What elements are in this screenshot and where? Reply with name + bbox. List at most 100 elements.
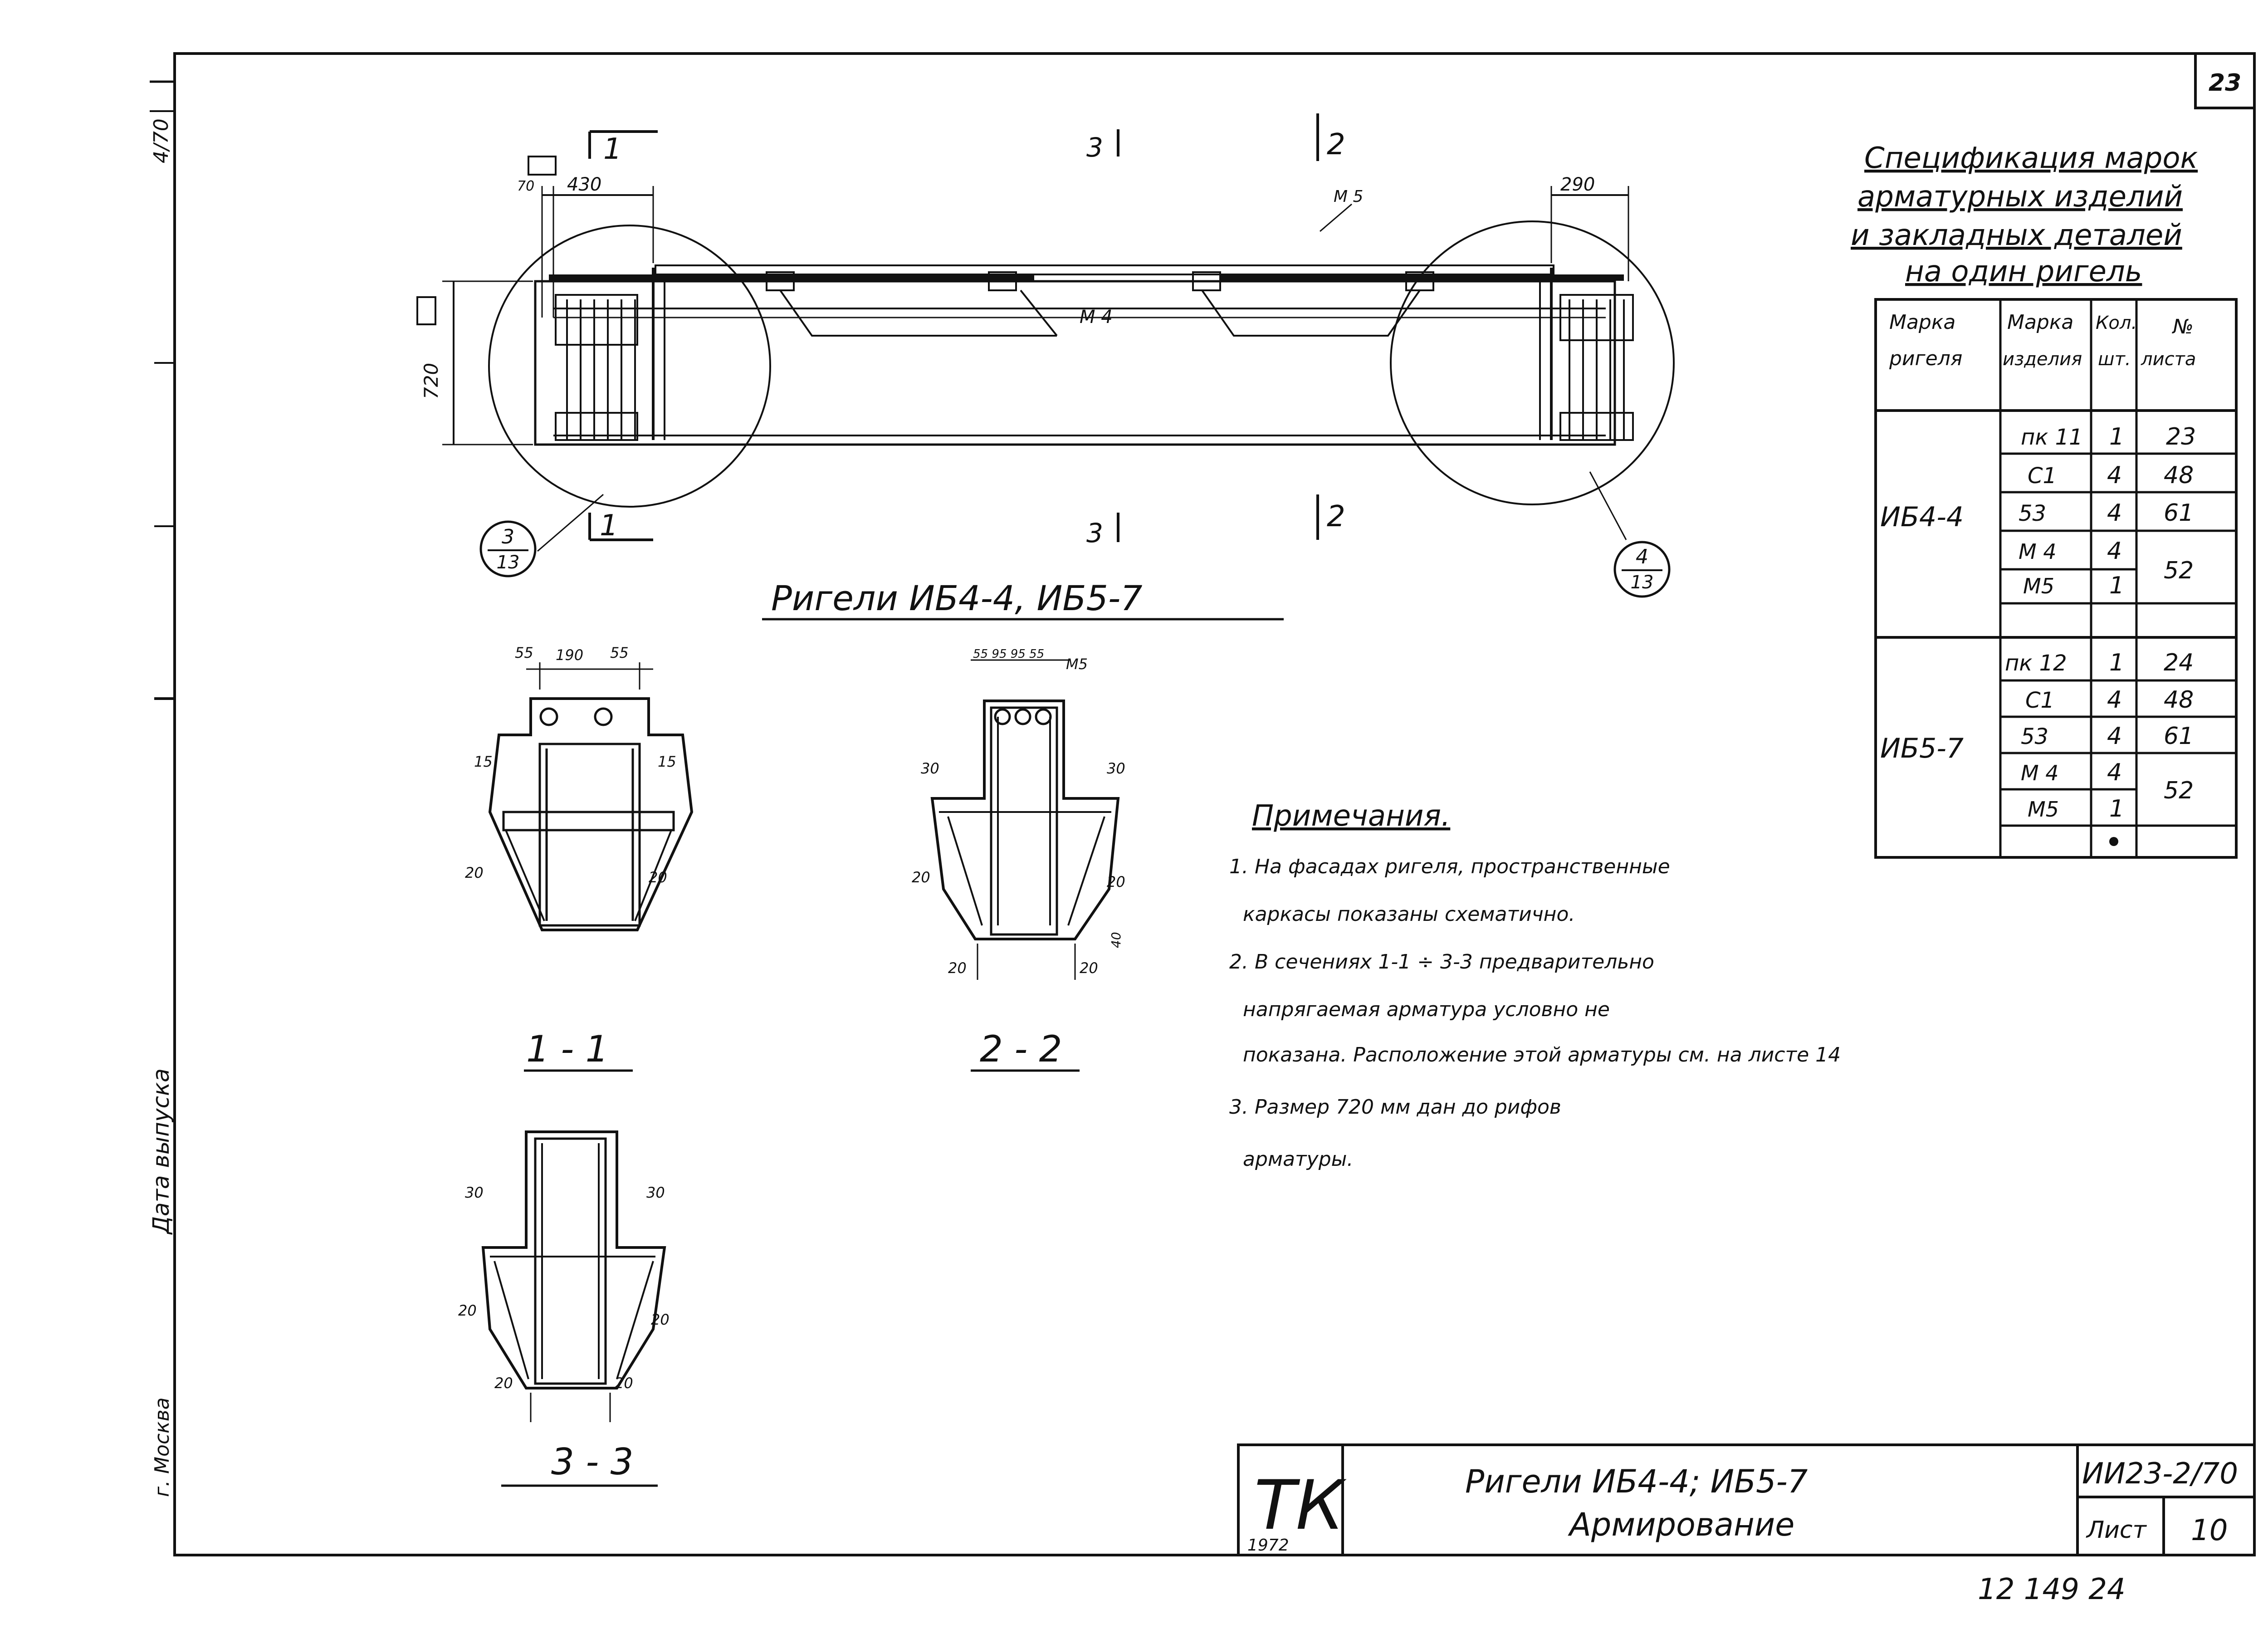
sheet-number: 23: [2209, 69, 2241, 97]
spec-cell-item: М 4: [2019, 539, 2057, 564]
margin-ref: 4/70: [150, 118, 173, 163]
spec-cell-qty: 1: [2109, 649, 2124, 676]
s22-dim-ledge-l: 30: [921, 760, 939, 777]
dim-right-span: 290: [1560, 174, 1595, 195]
spec-cell-item: 53: [2019, 501, 2046, 526]
section-2-2: [930, 659, 1120, 980]
spec-header-sheet-1: №: [2171, 315, 2194, 338]
bottom-note: 12 149 24: [1978, 1573, 2126, 1606]
spec-table: [1874, 298, 2238, 859]
drawing-frame: [150, 52, 2256, 1556]
spec-cell-item: М5: [2023, 574, 2054, 598]
spec-cell-sheet: 48: [2164, 686, 2194, 714]
s22-m5: М5: [1066, 656, 1088, 673]
spec-title-line-2: арматурных изделий: [1857, 180, 2183, 214]
note-line: каркасы показаны схематично.: [1243, 903, 1575, 926]
callout-m4: М 4: [1080, 307, 1113, 328]
spec-header-sheet-2: листа: [2141, 349, 2196, 370]
beam-elevation: [416, 113, 1675, 598]
spec-cell-sheet: 23: [2166, 423, 2196, 450]
s22-dim-top: 55 95 95 55: [973, 647, 1044, 661]
s22-dim-side: 40: [1109, 932, 1124, 948]
spec-cell-item: 53: [2021, 724, 2048, 749]
s22-dim-cover-r: 20: [1107, 873, 1125, 890]
notes-heading: Примечания.: [1252, 799, 1450, 833]
spec-group-mark: ИБ5-7: [1880, 733, 1964, 764]
spec-cell-qty: 4: [2107, 462, 2122, 489]
s11-dim-top-b: 190: [556, 646, 583, 664]
title-block-sheet-label: Лист: [2086, 1517, 2147, 1544]
s11-dim-ledge-r: 15: [658, 753, 676, 770]
s22-label: 2 - 2: [980, 1028, 1062, 1070]
spec-header-riser-mark-2: ригеля: [1889, 347, 1962, 370]
s11-label: 1 - 1: [526, 1028, 609, 1070]
spec-header-riser-mark-1: Марка: [1889, 311, 1955, 334]
spec-header-qty-1: Кол.: [2096, 313, 2137, 333]
spec-cell-item: С1: [2028, 463, 2057, 489]
spec-cell-sheet: 61: [2164, 723, 2194, 750]
s11-dim-cover-l: 20: [465, 864, 484, 881]
spec-cell-qty: 4: [2107, 759, 2122, 786]
title-block-title-line-2: Армирование: [1568, 1506, 1794, 1543]
s11-dim-top-a: 55: [515, 644, 533, 661]
title-block-sheet-value: 10: [2191, 1514, 2228, 1547]
dim-height: 720: [420, 363, 442, 399]
section-3-3: [481, 1130, 666, 1422]
spec-cell-item: М 4: [2021, 761, 2059, 785]
spec-group-mark: ИБ4-4: [1880, 501, 1964, 533]
callout-m5: М 5: [1334, 187, 1363, 206]
section-mark-2-top: 2: [1327, 128, 1345, 161]
spec-cell-sheet: 52: [2164, 557, 2194, 584]
spec-cell-qty: 1: [2109, 795, 2124, 822]
spec-header-item-mark-1: Марка: [2007, 311, 2073, 334]
note-line: 1. На фасадах ригеля, пространственные: [1229, 855, 1670, 878]
section-mark-1-top: 1: [603, 132, 622, 166]
s11-dim-cover-r: 20: [649, 869, 667, 886]
s33-dim-bottom-r: 20: [615, 1375, 633, 1392]
note-line: арматуры.: [1243, 1148, 1353, 1171]
spec-cell-qty: 1: [2109, 572, 2124, 599]
spec-title-line-4: на один ригель: [1905, 255, 2142, 289]
detail-ref-3-bottom: 13: [497, 552, 520, 573]
spec-header-item-mark-2: изделия: [2003, 349, 2082, 370]
note-line: 2. В сечениях 1-1 ÷ 3-3 предварительно: [1229, 950, 1654, 974]
title-block: [1237, 1443, 2256, 1556]
spec-title-line-3: и закладных деталей: [1851, 219, 2182, 252]
spec-cell-item: пк 12: [2005, 651, 2067, 676]
s22-dim-ledge-r: 30: [1107, 760, 1125, 777]
section-1-1: [488, 662, 694, 931]
s11-dim-ledge-l: 15: [474, 753, 493, 770]
title-block-logo: ТК: [1254, 1466, 1347, 1545]
s33-dim-bottom-l: 20: [494, 1375, 513, 1392]
spec-cell-item: пк 11: [2021, 425, 2083, 450]
dim-left-span: 430: [567, 174, 601, 195]
elevation-caption: Ригели ИБ4-4, ИБ5-7: [771, 578, 1143, 618]
title-block-year: 1972: [1247, 1536, 1289, 1555]
margin-release-date: Дата выпуска: [148, 1068, 174, 1235]
margin-city: г. Москва: [151, 1397, 174, 1497]
spec-cell-qty: 4: [2107, 686, 2122, 714]
s33-dim-ledge-r: 30: [646, 1184, 665, 1201]
s33-dim-cover-r: 20: [651, 1311, 670, 1328]
s33-dim-cover-l: 20: [458, 1302, 477, 1319]
note-line: 3. Размер 720 мм дан до рифов: [1229, 1096, 1561, 1119]
detail-ref-4-bottom: 13: [1631, 572, 1654, 593]
s22-dim-bottom-l: 20: [948, 959, 967, 977]
title-block-code: ИИ23-2/70: [2082, 1457, 2238, 1491]
section-mark-3-top: 3: [1086, 132, 1103, 163]
title-block-title-line-1: Ригели ИБ4-4; ИБ5-7: [1465, 1463, 1808, 1500]
s22-dim-cover-l: 20: [912, 869, 930, 886]
dim-left-end: 70: [517, 178, 534, 194]
section-mark-2-bottom: 2: [1327, 500, 1345, 533]
sheet-number-box: [2194, 52, 2256, 109]
section-mark-1-bottom: 1: [600, 509, 618, 543]
detail-ref-3-top: 3: [502, 525, 514, 548]
spec-cell-qty: 4: [2107, 499, 2122, 527]
note-line: напрягаемая арматура условно не: [1243, 998, 1610, 1021]
spec-cell-qty: 1: [2109, 423, 2124, 450]
section-mark-3-bottom: 3: [1086, 518, 1103, 548]
s33-label: 3 - 3: [551, 1441, 634, 1483]
s22-dim-bottom-r: 20: [1080, 959, 1098, 977]
s33-dim-ledge-l: 30: [465, 1184, 484, 1201]
